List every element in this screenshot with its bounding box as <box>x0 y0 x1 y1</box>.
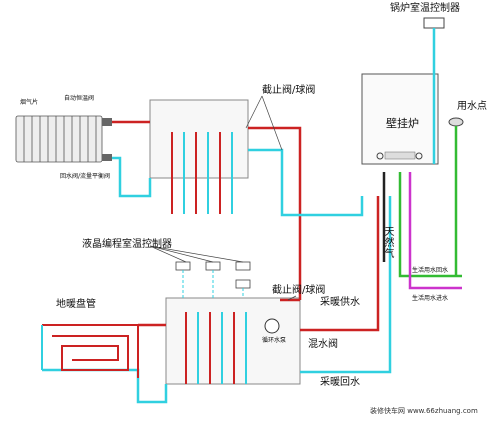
boiler-thermostat-label: 锅炉室温控制器 <box>390 3 460 14</box>
watermark: 装修快车网 www.66zhuang.com <box>370 407 478 415</box>
wall-boiler-body <box>361 73 439 165</box>
boiler-knob-2 <box>415 152 423 160</box>
return-valve-body <box>102 154 112 161</box>
dhw-return-pipe <box>408 172 462 290</box>
leader-lines <box>149 95 297 301</box>
heating-return-label: 采暖回水 <box>320 377 360 388</box>
floor-coil-label: 地暖盘管 <box>56 299 96 310</box>
water-tap <box>448 117 464 127</box>
smoke-flue-label: 烟气片 <box>20 99 39 106</box>
boiler-knob-1 <box>376 152 384 160</box>
floor-coil <box>41 324 139 378</box>
water-point-label: 用水点 <box>457 101 487 112</box>
circulation-pump <box>264 318 280 334</box>
shutoff-ball-valve-bottom-label: 截止阀/球阀 <box>272 285 326 296</box>
auto-temp-valve-body <box>102 118 112 126</box>
top-manifold-box <box>149 99 249 179</box>
zone-thermostat-leaders <box>182 270 244 298</box>
wall-boiler-label: 壁挂炉 <box>386 117 419 130</box>
mixing-valve-label: 混水阀 <box>308 339 338 350</box>
boiler-display <box>384 151 416 160</box>
lcd-thermostat-label: 液晶编程室温控制器 <box>82 239 172 250</box>
dhw-pipes <box>398 126 462 278</box>
auto-temp-valve-label: 自动恒温阀 <box>64 95 95 102</box>
dhw-return-label: 生活用水回水 <box>412 267 449 274</box>
radiator <box>15 115 103 163</box>
shutoff-ball-valve-top-label: 截止阀/球阀 <box>262 85 316 96</box>
supply-pipes <box>112 120 380 332</box>
boiler-thermostat-device <box>423 17 445 29</box>
heating-supply-label: 采暖供水 <box>320 297 360 308</box>
dhw-supply-label: 生活用水进水 <box>412 295 449 302</box>
manifold-loops <box>171 132 247 384</box>
circulation-pump-label: 循环水泵 <box>262 337 287 344</box>
natural-gas-label: 天然气 <box>382 226 393 259</box>
return-valve-label: 回水阀/流量平衡阀 <box>60 173 111 180</box>
